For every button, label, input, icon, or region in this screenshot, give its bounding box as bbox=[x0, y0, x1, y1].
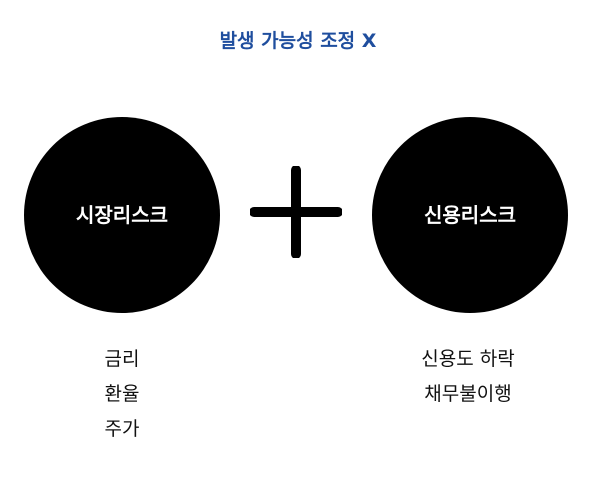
market-risk-label: 시장리스크 bbox=[76, 203, 168, 227]
credit-risk-circle: 신용리스크 bbox=[372, 117, 568, 313]
credit-risk-item: 신용도 하락 bbox=[421, 348, 515, 370]
credit-risk-items: 신용도 하락 채무불이행 bbox=[388, 342, 548, 412]
plus-icon bbox=[250, 166, 342, 258]
credit-risk-label: 신용리스크 bbox=[424, 203, 516, 227]
market-risk-circle: 시장리스크 bbox=[24, 117, 220, 313]
market-risk-item: 환율 bbox=[104, 383, 140, 405]
market-risk-items: 금리 환율 주가 bbox=[72, 342, 172, 447]
diagram-title: 발생 가능성 조정 X bbox=[219, 30, 377, 52]
market-risk-item: 주가 bbox=[104, 418, 140, 440]
credit-risk-item: 채무불이행 bbox=[424, 383, 512, 405]
market-risk-item: 금리 bbox=[104, 348, 140, 370]
